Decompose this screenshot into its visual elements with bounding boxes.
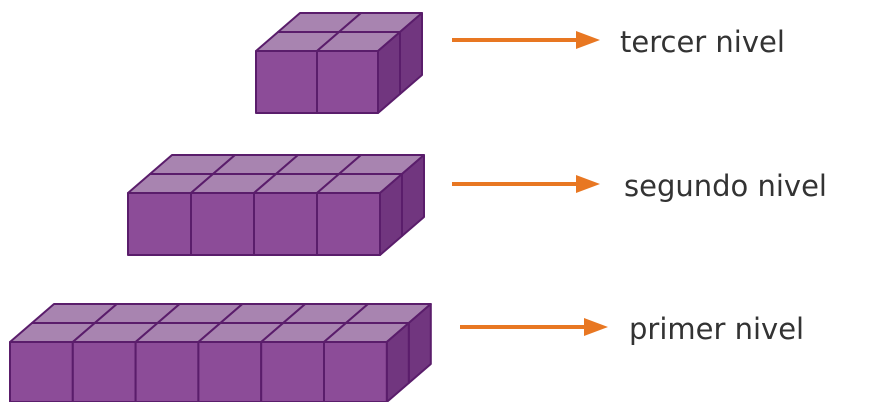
cube-front-face: [316, 192, 381, 256]
cube-front-face: [255, 50, 318, 114]
arrow-head-icon: [576, 175, 600, 193]
cube-front-face: [253, 192, 318, 256]
third-level-arrow: [452, 31, 600, 49]
cube-front-face: [260, 341, 325, 402]
arrow-head-icon: [576, 31, 600, 49]
cube-front-face: [134, 341, 200, 402]
arrow-head-icon: [584, 318, 608, 336]
second-level-label: segundo nivel: [624, 169, 827, 203]
second-level-arrow: [452, 175, 600, 193]
third-level-label: tercer nivel: [620, 25, 785, 59]
first-level-label: primer nivel: [629, 312, 804, 346]
cube-front-face: [197, 341, 263, 402]
third-level-slab: [255, 12, 423, 114]
cube-front-face: [9, 341, 74, 402]
cube-front-face: [316, 50, 379, 114]
cube-front-face: [323, 341, 388, 402]
cube-front-face: [71, 341, 137, 402]
first-level-slab: [9, 303, 432, 402]
first-level-arrow: [460, 318, 608, 336]
cube-front-face: [190, 192, 255, 256]
second-level-slab: [127, 154, 425, 256]
cube-front-face: [127, 192, 192, 256]
